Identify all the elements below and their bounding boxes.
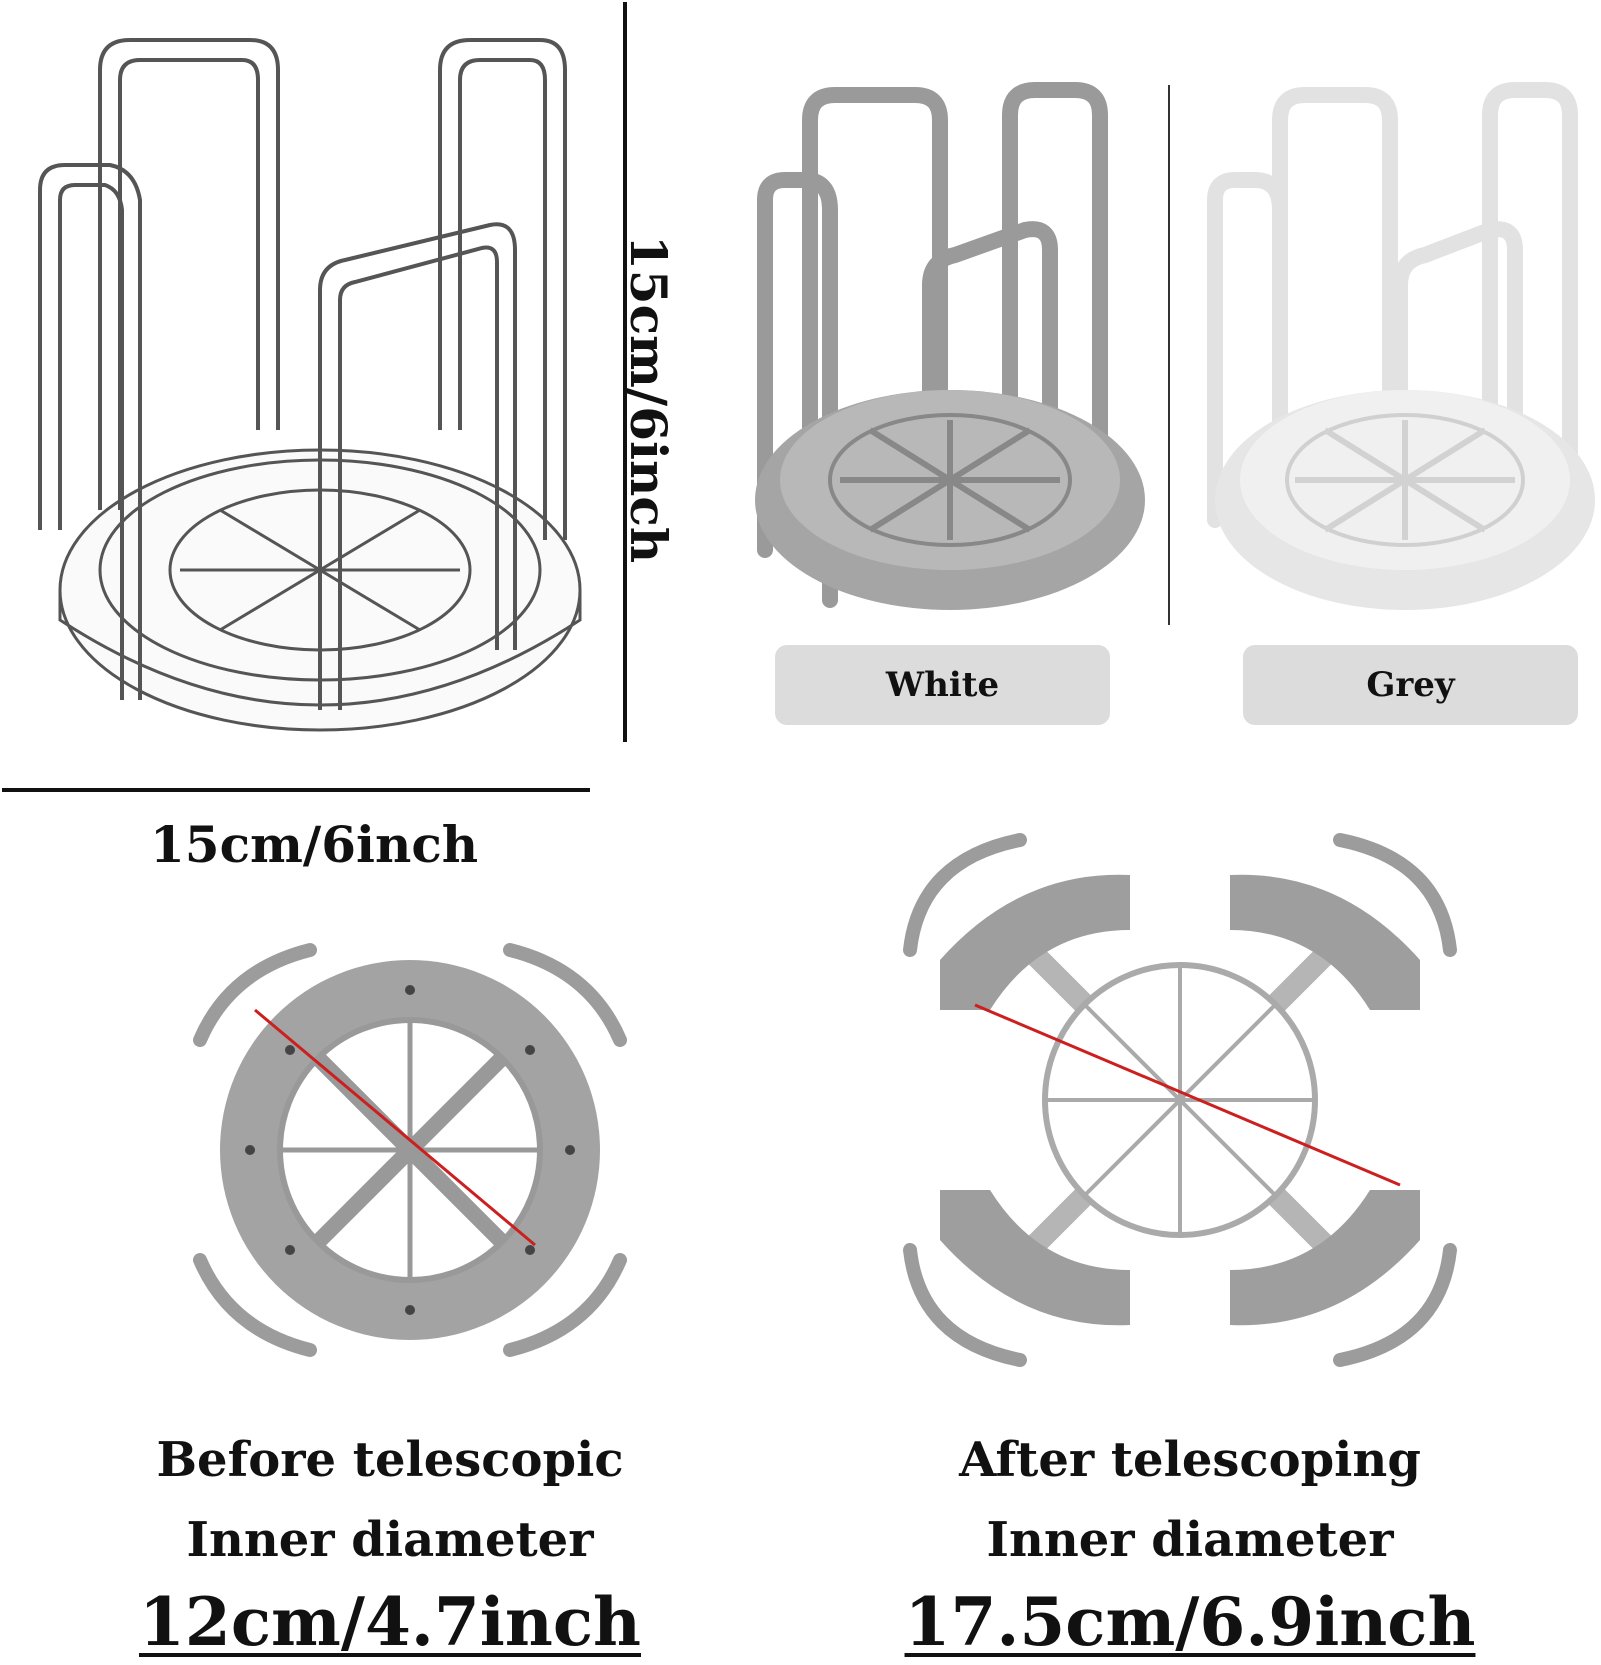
before-caption: Before telescopic Inner diameter 12cm/4.… — [90, 1420, 690, 1664]
before-subtitle: Inner diameter — [186, 1512, 594, 1568]
white-rack-photo — [1207, 82, 1595, 610]
color-option-grey: Grey — [1243, 645, 1578, 725]
height-dimension-line — [623, 2, 627, 742]
before-diameter-value: 12cm/4.7inch — [138, 1583, 642, 1661]
width-dimension-line — [2, 788, 590, 792]
before-title: Before telescopic — [156, 1432, 624, 1488]
color-option-white: White — [775, 645, 1110, 725]
after-caption: After telescoping Inner diameter 17.5cm/… — [880, 1420, 1500, 1664]
width-dimension-label: 15cm/6inch — [150, 815, 479, 874]
after-telescoping-top-view — [903, 833, 1457, 1367]
after-diameter-value: 17.5cm/6.9inch — [904, 1583, 1476, 1661]
after-title: After telescoping — [959, 1432, 1421, 1488]
before-telescopic-top-view — [193, 943, 627, 1357]
color-divider — [1168, 85, 1170, 625]
height-dimension-label: 15cm/6inch — [619, 235, 678, 564]
rack-outline-illustration — [38, 38, 582, 732]
grey-rack-photo — [755, 82, 1145, 610]
after-subtitle: Inner diameter — [986, 1512, 1394, 1568]
